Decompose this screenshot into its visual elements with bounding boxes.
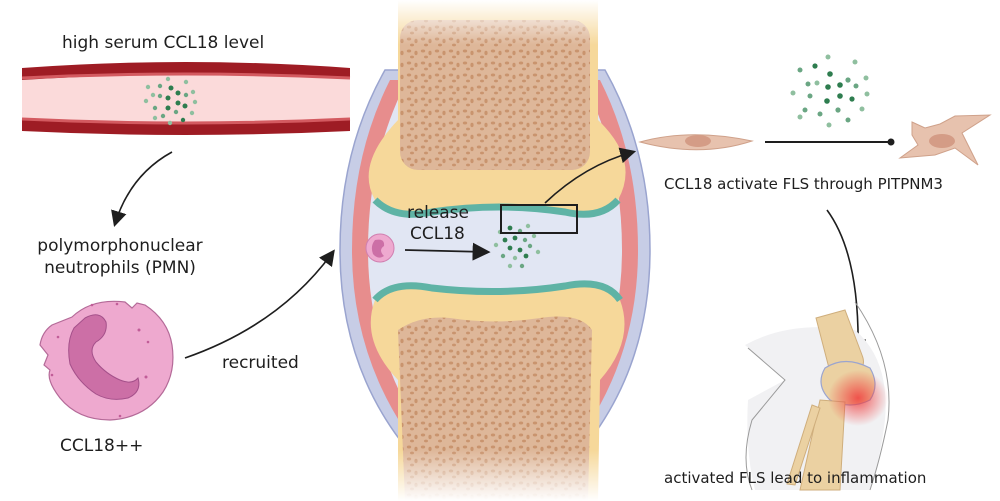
synovial-joint bbox=[339, 0, 651, 501]
neutrophil-cell bbox=[39, 300, 174, 421]
fls-resting-cell bbox=[638, 134, 754, 151]
activation-line-end-dot bbox=[887, 138, 895, 146]
label-release: release bbox=[407, 203, 469, 223]
label-high-serum-ccl18: high serum CCL18 level bbox=[62, 33, 265, 53]
arrow-release-ccl18 bbox=[404, 242, 491, 261]
label-inflammation: activated FLS lead to inflammation bbox=[664, 469, 927, 487]
blood-vessel bbox=[21, 62, 351, 135]
ccl18-particles-vessel bbox=[143, 76, 198, 126]
label-pmn-line1: polymorphonuclear bbox=[37, 236, 203, 256]
label-release-ccl18: CCL18 bbox=[410, 224, 465, 244]
label-ccl18-plusplus: CCL18++ bbox=[60, 436, 144, 456]
ccl18-particles-fls bbox=[790, 54, 870, 128]
arrow-vessel-to-pmn bbox=[111, 151, 173, 228]
label-pmn-line2: neutrophils (PMN) bbox=[44, 258, 196, 278]
neutrophil-in-joint bbox=[365, 233, 395, 263]
arrow-to-knee bbox=[826, 209, 867, 356]
zoom-region-box bbox=[500, 204, 578, 234]
label-fls-activation: CCL18 activate FLS through PITPNM3 bbox=[664, 175, 943, 193]
arrow-to-fls bbox=[544, 147, 637, 204]
label-recruited: recruited bbox=[222, 353, 299, 373]
fls-activated-cell bbox=[898, 114, 992, 166]
inflamed-knee bbox=[745, 301, 890, 491]
arrow-recruited-to-joint bbox=[184, 249, 335, 359]
